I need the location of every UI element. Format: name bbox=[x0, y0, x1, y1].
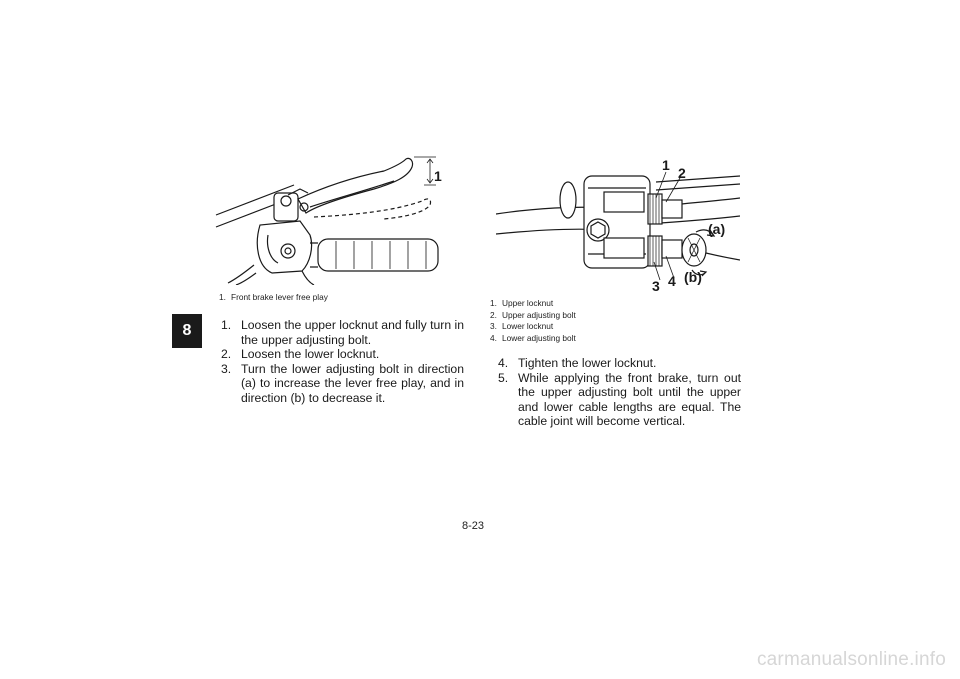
legend-text: Lower adjusting bolt bbox=[502, 332, 576, 343]
legend-number: 3. bbox=[490, 321, 497, 332]
legend-item: 1. Front brake lever free play bbox=[219, 292, 328, 304]
step-number: 3. bbox=[221, 361, 232, 376]
chapter-tab: 8 bbox=[172, 314, 202, 348]
legend-text: Front brake lever free play bbox=[231, 292, 328, 302]
legend-number: 4. bbox=[490, 332, 497, 343]
steps-right: 4. Tighten the lower locknut. 5. While a… bbox=[498, 356, 741, 429]
step-item: 5. While applying the front brake, turn … bbox=[498, 371, 741, 429]
callout-a: (a) bbox=[708, 221, 725, 237]
figure-left-legend: 1. Front brake lever free play bbox=[219, 292, 328, 304]
step-text: Turn the lower adjusting bolt in directi… bbox=[241, 361, 464, 405]
steps-left: 1. Loosen the upper locknut and fully tu… bbox=[221, 318, 464, 406]
callout-b: (b) bbox=[684, 269, 702, 285]
step-text: Loosen the upper locknut and fully turn … bbox=[241, 318, 464, 347]
callout-1: 1 bbox=[434, 168, 442, 184]
legend-item: 3. Lower locknut bbox=[490, 321, 576, 333]
chapter-number: 8 bbox=[182, 322, 192, 339]
legend-number: 1. bbox=[490, 298, 497, 308]
legend-text: Lower locknut bbox=[502, 321, 554, 332]
legend-item: 4. Lower adjusting bolt bbox=[490, 333, 576, 345]
step-number: 5. bbox=[498, 370, 509, 385]
step-text: Loosen the lower locknut. bbox=[241, 347, 380, 362]
step-number: 4. bbox=[498, 356, 509, 370]
legend-text: Upper adjusting bolt bbox=[502, 309, 576, 320]
watermark: carmanualsonline.info bbox=[756, 649, 946, 670]
step-number: 2. bbox=[221, 347, 232, 362]
step-text: While applying the front brake, turn out… bbox=[518, 370, 741, 429]
legend-number: 1. bbox=[219, 292, 226, 302]
legend-item: 1. Upper locknut bbox=[490, 298, 576, 310]
step-item: 1. Loosen the upper locknut and fully tu… bbox=[221, 318, 464, 347]
figure-right-legend: 1. Upper locknut 2. Upper adjusting bolt… bbox=[490, 298, 576, 344]
legend-text: Upper locknut bbox=[502, 298, 554, 308]
page-number: 8-23 bbox=[462, 520, 485, 532]
step-text: Tighten the lower locknut. bbox=[518, 356, 657, 370]
step-number: 1. bbox=[221, 318, 232, 332]
legend-number: 2. bbox=[490, 309, 497, 320]
step-item: 2. Loosen the lower locknut. bbox=[221, 347, 464, 362]
callout-1: 1 bbox=[662, 158, 670, 173]
legend-item: 2. Upper adjusting bolt bbox=[490, 310, 576, 322]
callout-4: 4 bbox=[668, 273, 676, 289]
brake-lever-illustration: 1 bbox=[214, 155, 459, 285]
callout-2: 2 bbox=[678, 165, 686, 181]
callout-3: 3 bbox=[652, 278, 660, 294]
step-item: 4. Tighten the lower locknut. bbox=[498, 356, 741, 371]
adjusting-bolt-illustration: 1 2 (a) (b) 4 3 bbox=[496, 158, 740, 294]
step-item: 3. Turn the lower adjusting bolt in dire… bbox=[221, 362, 464, 406]
